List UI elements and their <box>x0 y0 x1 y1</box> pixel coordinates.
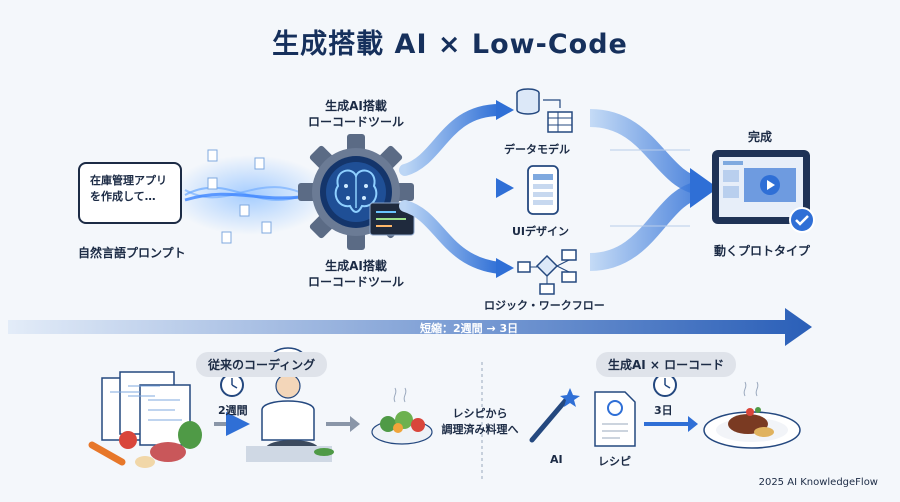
smartphone-icon <box>527 165 559 215</box>
ai-lowcode-pill: 生成AI × ローコード <box>596 352 737 377</box>
ai-duration: 3日 <box>654 404 673 417</box>
timeline-arrow <box>8 308 812 346</box>
result-label-top: 完成 <box>748 130 773 144</box>
code-papers-icon <box>101 371 191 446</box>
caption-line: 調理済み料理へ <box>441 423 519 436</box>
prompt-text: 在庫管理アプリ <box>90 174 167 187</box>
prompt-text: を作成して… <box>90 190 156 203</box>
data-stream <box>170 149 330 244</box>
tool-label-line: 生成AI搭載 <box>325 99 387 113</box>
traditional-coding-pill: 従来のコーディング <box>196 352 328 377</box>
flowchart-icon <box>517 249 577 295</box>
output-label-data-model: データモデル <box>504 143 570 156</box>
clock-icon <box>653 373 677 397</box>
ai-label: AI <box>550 453 563 466</box>
recipe-caption: レシピから 調理済み料理へ <box>432 406 528 438</box>
page-title: 生成搭載 AI × Low-Code <box>272 29 628 60</box>
prompt-speech-bubble: 在庫管理アプリ を作成して… <box>78 162 182 224</box>
tool-label-line: ローコードツール <box>307 115 404 129</box>
recipe-document-icon <box>594 391 636 447</box>
prompt-label: 自然言語プロンプト <box>78 246 186 260</box>
tool-label-top: 生成AI搭載 ローコードツール <box>300 98 412 130</box>
output-label-logic-workflow: ロジック・ワークフロー <box>484 299 605 312</box>
plated-dish-icon <box>703 381 801 449</box>
database-table-icon <box>516 88 573 133</box>
clock-icon <box>220 373 244 397</box>
salad-bowl-icon <box>371 387 433 445</box>
recipe-label: レシピ <box>598 455 631 468</box>
branch-arrows <box>399 100 514 278</box>
footer-credit: 2025 AI KnowledgeFlow <box>758 477 878 488</box>
tool-label-bottom: 生成AI搭載 ローコードツール <box>300 258 412 290</box>
caption-line: レシピから <box>452 407 508 420</box>
magic-wand-icon <box>529 388 580 443</box>
output-label-ui-design: UIデザイン <box>512 225 570 238</box>
tablet-video-check-icon <box>712 150 815 233</box>
merge-arrows <box>589 109 718 271</box>
tool-label-line: 生成AI搭載 <box>325 259 387 273</box>
timeline-label: 短縮：2週間 → 3日 <box>420 322 519 335</box>
tool-label-line: ローコードツール <box>307 275 404 289</box>
traditional-duration: 2週間 <box>218 404 248 417</box>
result-label-bottom: 動くプロトタイプ <box>714 244 811 258</box>
ingredients-icon <box>88 421 202 468</box>
